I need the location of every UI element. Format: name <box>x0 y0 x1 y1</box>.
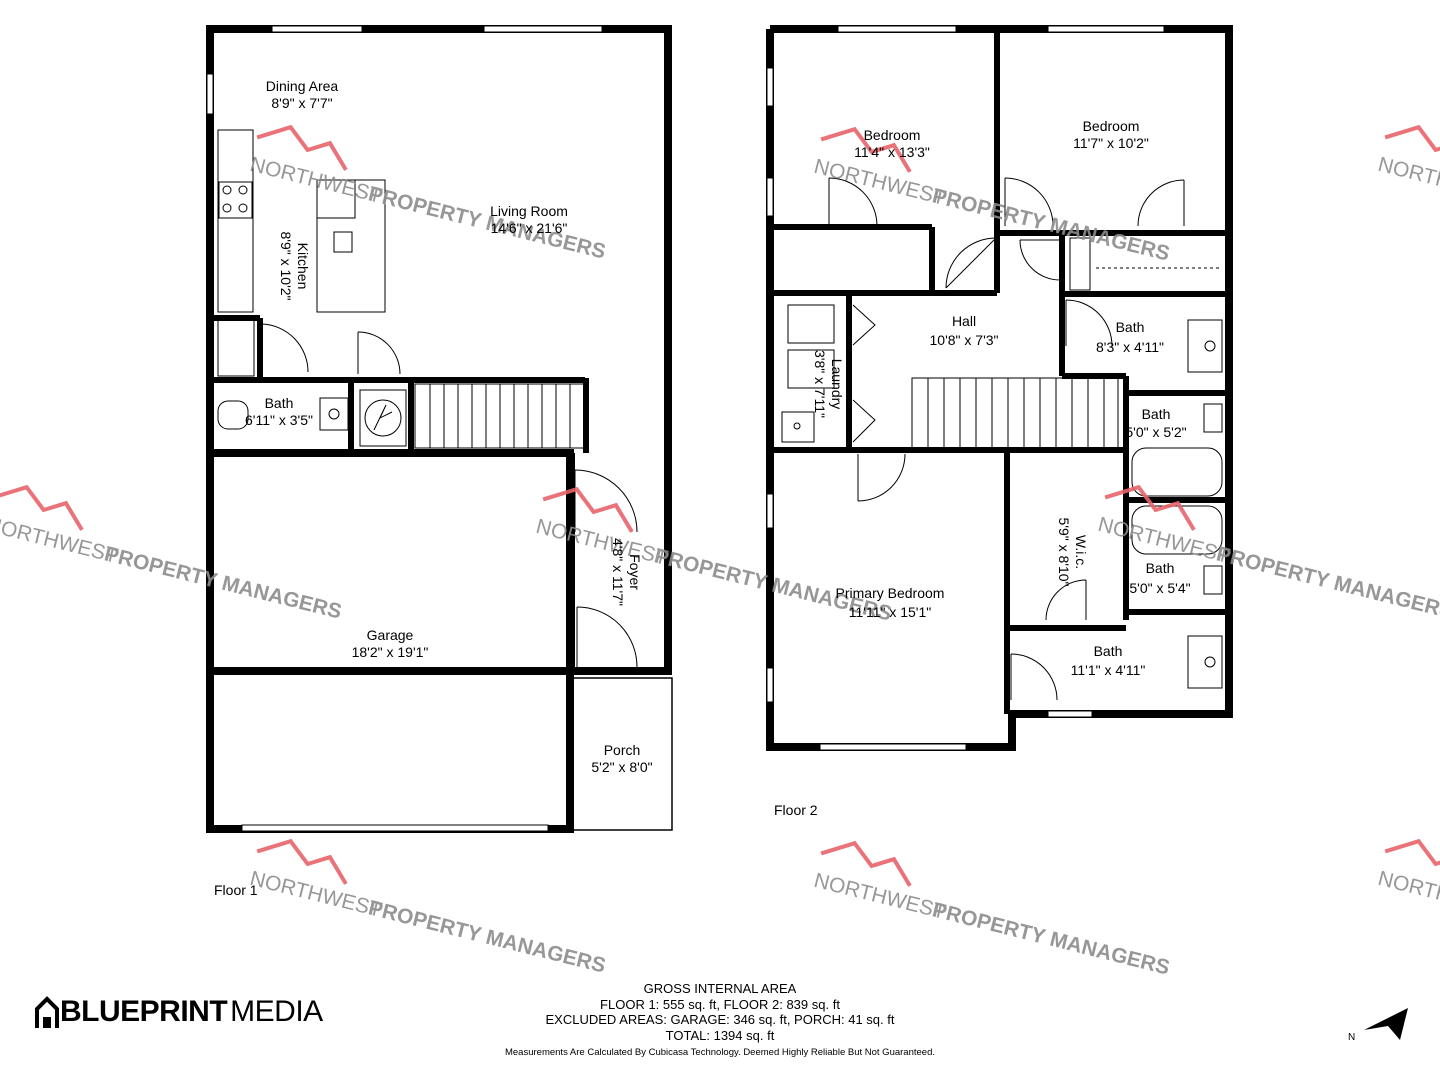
floor-2-walls <box>766 25 1233 751</box>
area-disclaimer: Measurements Are Calculated By Cubicasa … <box>504 1047 936 1058</box>
room-labels: Dining Area 8'9" x 7'7" Living Room 14'6… <box>245 78 1191 775</box>
room-name-bath5: Bath <box>1094 643 1123 659</box>
logo-text-light: MEDIA <box>230 995 323 1028</box>
blueprint-media-logo: BLUEPRINT MEDIA <box>34 992 323 1032</box>
room-name-bed2: Bedroom <box>1083 118 1140 134</box>
room-name-kitchen: Kitchen <box>295 243 311 290</box>
floor-2-interior <box>773 29 1226 714</box>
compass-letter: N <box>1348 1032 1355 1043</box>
room-dim-porch: 5'2" x 8'0" <box>591 759 652 775</box>
area-summary: GROSS INTERNAL AREA FLOOR 1: 555 sq. ft,… <box>420 981 1020 1061</box>
area-excluded: EXCLUDED AREAS: GARAGE: 346 sq. ft, PORC… <box>545 1012 895 1027</box>
room-name-primary: Primary Bedroom <box>836 585 945 601</box>
watermark-layer: NORTHWEST PROPERTY MANAGERS NORTHWEST PR… <box>0 117 1440 980</box>
watermark-text: NORTHWEST <box>248 153 385 208</box>
room-dim-bath4: 5'0" x 5'4" <box>1129 580 1190 596</box>
room-name-bath1: Bath <box>265 395 294 411</box>
room-dim-bath5: 11'1" x 4'11" <box>1071 662 1146 678</box>
room-name-bath3: Bath <box>1142 406 1171 422</box>
room-dim-bath2: 8'3" x 4'11" <box>1096 339 1164 355</box>
room-dim-kitchen: 8'9" x 10'2" <box>278 232 294 301</box>
room-name-living: Living Room <box>490 203 568 219</box>
room-dim-bed2: 11'7" x 10'2" <box>1073 135 1149 151</box>
watermark-text: NORTHWEST <box>812 155 949 210</box>
room-dim-bed1: 11'4" x 13'3" <box>854 144 930 160</box>
floor-1-walls <box>206 25 673 833</box>
room-name-garage: Garage <box>367 627 414 643</box>
room-dim-wic: 5'9" x 8'10" <box>1056 518 1072 587</box>
room-name-bed1: Bedroom <box>864 127 921 143</box>
room-name-porch: Porch <box>604 742 641 758</box>
house-icon <box>35 996 59 1028</box>
area-floors: FLOOR 1: 555 sq. ft, FLOOR 2: 839 sq. ft <box>600 996 840 1012</box>
watermark-text: NORTHWEST <box>0 513 120 568</box>
room-name-hall: Hall <box>952 313 976 329</box>
watermark-text: PROPERTY MANAGERS <box>366 896 608 977</box>
room-dim-foyer: 4'8" x 11'7" <box>610 538 626 606</box>
room-dim-bath1: 6'11" x 3'5" <box>245 412 313 428</box>
watermark-text: PROPERTY MANAGERS <box>1214 542 1440 623</box>
room-name-bath4: Bath <box>1146 560 1175 576</box>
watermark-text: PROPERTY MANAGERS <box>930 184 1172 265</box>
room-dim-bath3: 5'0" x 5'2" <box>1125 424 1186 440</box>
room-dim-laundry: 3'8" x 7'11" <box>812 350 828 418</box>
room-name-dining: Dining Area <box>266 78 339 94</box>
floor-1-fixtures <box>206 25 638 832</box>
room-dim-living: 14'6" x 21'6" <box>491 220 568 236</box>
area-title: GROSS INTERNAL AREA <box>643 981 797 996</box>
floor-1-label: Floor 1 <box>214 882 258 898</box>
room-dim-hall: 10'8" x 7'3" <box>930 332 999 348</box>
watermark-text: NORTHWEST <box>1376 153 1440 208</box>
logo-text-bold: BLUEPRINT <box>60 995 228 1028</box>
watermark-text: NORTHWEST <box>1376 867 1440 922</box>
floor-2-fixtures <box>766 25 1223 751</box>
floor-2-label: Floor 2 <box>774 802 818 818</box>
floor-1-interior <box>213 315 671 675</box>
room-dim-garage: 18'2" x 19'1" <box>352 644 429 660</box>
room-name-laundry: Laundry <box>829 359 845 410</box>
room-dim-dining: 8'9" x 7'7" <box>271 95 332 111</box>
watermark-text: PROPERTY MANAGERS <box>102 542 344 623</box>
watermark-text: NORTHWEST <box>248 867 385 922</box>
room-name-wic: W.i.c. <box>1073 535 1089 569</box>
area-total: TOTAL: 1394 sq. ft <box>665 1027 775 1043</box>
north-arrow-icon: N <box>1348 1008 1408 1043</box>
watermark-text: PROPERTY MANAGERS <box>930 898 1172 979</box>
watermark-text: PROPERTY MANAGERS <box>366 182 608 263</box>
watermark-text: NORTHWEST <box>534 515 671 570</box>
watermark-text: NORTHWEST <box>812 869 949 924</box>
room-dim-primary: 11'11" x 15'1" <box>849 604 932 620</box>
room-name-foyer: Foyer <box>627 554 643 590</box>
room-name-bath2: Bath <box>1116 319 1145 335</box>
